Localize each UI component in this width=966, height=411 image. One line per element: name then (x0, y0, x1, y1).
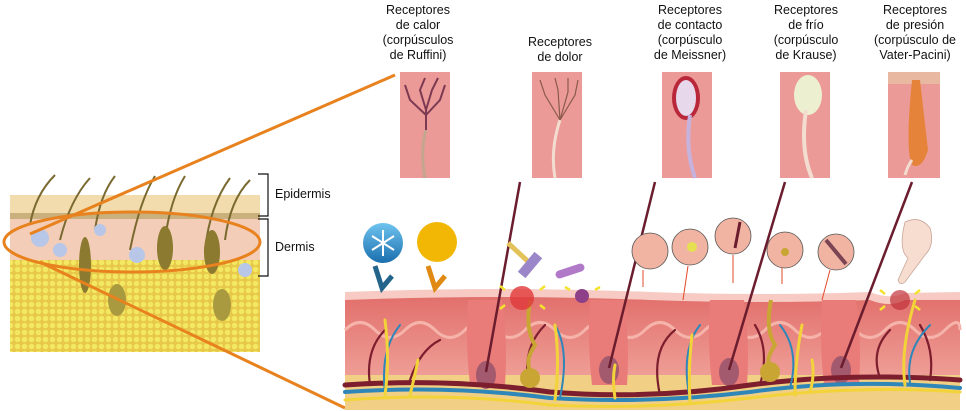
test-tube-icon (555, 263, 585, 279)
hammer-icon (506, 241, 543, 279)
touch-magnifier-3 (714, 217, 752, 255)
label-dermis: Dermis (275, 240, 315, 254)
touch-magnifier-1 (631, 232, 669, 270)
label-pain-receptors: Receptores de dolor (528, 35, 592, 64)
pain-spot (510, 286, 534, 310)
hairs-large (484, 181, 914, 373)
panel-meissner (662, 72, 712, 179)
nerves (343, 298, 962, 408)
chemical-spot (575, 289, 589, 303)
pressure-spot (890, 290, 910, 310)
zoom-line-bottom (39, 260, 346, 410)
label-cold-receptors: Receptores de frío (corpúsculo de Krause… (773, 3, 839, 62)
skin-cross-section-large (342, 181, 963, 410)
artery (342, 374, 963, 398)
label-heat-receptors: Receptores de calor (corpúsculos de Ruff… (382, 3, 454, 62)
finger-icon (897, 219, 933, 284)
sun-icon (417, 222, 457, 262)
epidermis-bracket (258, 173, 269, 217)
label-epidermis: Epidermis (275, 187, 331, 201)
layer-brackets (258, 173, 269, 277)
epidermis-layer-small (10, 195, 260, 217)
label-touch-receptors: Receptores de contacto (corpúsculo de Me… (653, 3, 727, 62)
coiled-endings (520, 362, 780, 388)
highlight-ellipse (2, 210, 262, 274)
cold-arrow-icon (372, 265, 394, 294)
panel-free-nerve-endings (532, 72, 582, 179)
stimulus-rays (499, 285, 921, 311)
dermis-bracket (258, 218, 269, 277)
vein (343, 381, 962, 402)
label-pressure-receptors: Receptores de presión (corpúsculo de Vat… (874, 3, 956, 62)
panel-krause (780, 72, 830, 179)
panel-pacini (888, 72, 940, 178)
receptor-endings (499, 285, 921, 388)
zoom-line-top (29, 73, 396, 236)
panel-ruffini (400, 72, 450, 179)
heat-arrow-icon (425, 265, 447, 294)
snowflake-icon (363, 223, 403, 263)
touch-magnifiers (631, 217, 855, 301)
